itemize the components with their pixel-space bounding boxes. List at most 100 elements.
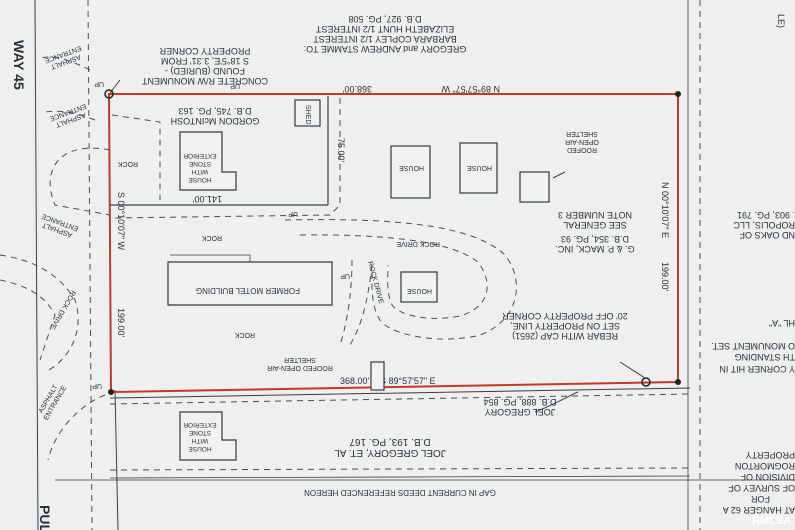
distance-north: 368.00' (342, 84, 372, 94)
house-stone-north (179, 131, 237, 191)
former-motel-label: FORMER MOTEL BUILDING (196, 286, 300, 295)
mcintosh-parcel (110, 96, 329, 206)
shelter-l1: ROOFED (567, 146, 597, 153)
rock-area-boundary (111, 98, 341, 219)
margin-r4: HL "A" (769, 318, 795, 328)
up-marker-1: UP (230, 82, 240, 89)
house-stone-s-l4: EXTERIOR (183, 421, 217, 428)
rock-drive-label-top: ROCK DRIVE (396, 240, 440, 247)
joel-block: JOEL GREGORY D.B. 888, PG. 854 (483, 397, 556, 417)
house-loop (400, 271, 438, 303)
up-marker-4: UP (92, 382, 102, 389)
dim-75: 75.00' (336, 138, 346, 163)
mack-block: G. & P. MACK, INC. D.B. 354, PG. 93 SEE … (555, 210, 634, 254)
shelter-south-l1: ROOFED OPEN-AIR (267, 364, 333, 371)
distance-east: 199.00' (660, 262, 670, 292)
house-stone-south (179, 411, 237, 461)
house-loop-label: HOUSE (407, 287, 432, 294)
house-center-1-label: HOUSE (399, 164, 424, 171)
joel-deed: D.B. 888, PG. 854 (483, 397, 556, 407)
monument-line3: S 18°5'E, 3.31' FROM (161, 56, 249, 66)
north-adjoiner-line3: ELIZABETH HUNT 1/2 INTEREST (315, 24, 454, 34)
mack-deed: D.B. 354, PG. 93 (561, 234, 629, 244)
rebar-line1: REBAR WITH CAP (2651) (512, 331, 618, 341)
rock-drive-spur-a (339, 259, 353, 346)
margin-r3: . 903, PG. 791 (737, 210, 795, 220)
joel-etal-name: JOEL GREGORY, ET. AL (334, 447, 446, 458)
margin-r13: AT HANGER 62 A (723, 505, 795, 515)
monument-line4: PROPERTY CORNER (159, 46, 250, 56)
margin-r10: DIVISION OF (740, 472, 795, 482)
margin-r1: ND OAKS OF (739, 230, 795, 240)
margin-r2: ROPOLIS, LLC (733, 220, 795, 230)
margin-r5: O MONUMENT SET. (711, 341, 795, 351)
house-center-1 (390, 145, 431, 199)
shelter-south (370, 361, 385, 391)
house-stone-l2: WITH (191, 168, 208, 175)
house-stone-s-l1: HOUSE (188, 445, 212, 452)
rock-drive-outer (284, 219, 517, 340)
rebar-note: REBAR WITH CAP (2651) SET ON PROPERTY LI… (502, 311, 628, 341)
shelter-north-leader (552, 171, 566, 179)
distance-south: 368.00' (340, 376, 370, 386)
shed-label: SHED (304, 105, 311, 124)
corner-nail-ne (675, 91, 681, 97)
rebar-line3: 20' OFF PROPERTY CORNER (502, 311, 628, 321)
margin-r9: ROGMORTON (735, 461, 795, 471)
shelter-north-label: ROOFED OPEN-AIR SHELTER (565, 130, 599, 153)
road-name-fragment: PULLI (37, 505, 53, 530)
monument-line2: FOUND (BURIED) - (165, 66, 245, 76)
north-adjoiner-line4: D.B. 927, PG. 508 (348, 14, 421, 24)
joel-etal-deed: D.B. 193, PG. 167 (349, 436, 431, 447)
motel-outline-ext (170, 254, 251, 262)
shelter-l3: SHELTER (566, 130, 598, 137)
up-marker-5: UP (94, 80, 104, 87)
margin-r14: LE) (776, 14, 786, 28)
mack-note-2: NOTE NUMBER 3 (558, 210, 632, 220)
highway-label: WAY 45 (11, 40, 27, 90)
house-center-2-label: HOUSE (467, 164, 492, 171)
rebar-line2: SET ON PROPERTY LINE, (510, 321, 620, 331)
margin-r6: TH STANDING (735, 352, 795, 362)
rock-drive-spur-b (349, 264, 373, 346)
watermark: RMLSA (752, 515, 791, 527)
monument-note: CONCRETE R/W MONUMENT FOUND (BURIED) - S… (142, 46, 268, 86)
corner-se (675, 379, 681, 385)
former-motel-building (167, 261, 333, 306)
bearing-west: S 00°10'07" W (116, 192, 126, 251)
shelter-l2: OPEN-AIR (565, 138, 599, 145)
house-stone-l1: HOUSE (188, 176, 212, 183)
rebar-leader (619, 361, 646, 379)
house-stone-s-l3: STONE (188, 429, 211, 436)
right-margin-text: ND OAKS OF ROPOLIS, LLC . 903, PG. 791 H… (711, 14, 795, 515)
up-marker-2: UP (288, 210, 298, 217)
house-center-2 (459, 142, 498, 194)
house-stone-s-l2: WITH (191, 437, 208, 444)
margin-r8: PROPERTY (746, 450, 795, 460)
mcintosh-name: GORDON McINTOSH (171, 116, 260, 126)
distance-west: 199.00' (116, 308, 126, 338)
up-marker-3: UP (340, 272, 350, 279)
rock-label-nw: ROCK (117, 160, 138, 167)
mack-name: G. & P. MACK, INC. (555, 244, 634, 254)
margin-r7: Y CORNER HIT IN (719, 364, 795, 374)
mcintosh-label: GORDON McINTOSH D.B. 745, PG. 163 (171, 106, 260, 126)
rock-label-south: ROCK (234, 331, 255, 338)
joel-leader (534, 391, 579, 413)
bearing-south: S 89°57'57" E (380, 376, 436, 386)
gap-note: GAP IN CURRENT DEEDS REFERENCED HEREON (304, 488, 496, 497)
right-margin-lines (687, 0, 701, 530)
house-stone-l3: STONE (188, 160, 211, 167)
corner-monument-nw (104, 89, 114, 99)
joel-name: JOEL GREGORY (485, 407, 556, 417)
shed (294, 99, 321, 127)
rock-label-center: ROCK (201, 234, 222, 241)
north-adjoiner-line1: GREGORY and ANDREW STAMME TO: (304, 44, 467, 54)
house-stone-south-label: HOUSE WITH STONE EXTERIOR (183, 421, 217, 452)
shelter-south-l2: SHELTER (284, 356, 316, 363)
monument-line1: CONCRETE R/W MONUMENT (142, 76, 268, 86)
south-road-lines (109, 387, 691, 479)
house-stone-north-label: HOUSE WITH STONE EXTERIOR (183, 152, 217, 183)
